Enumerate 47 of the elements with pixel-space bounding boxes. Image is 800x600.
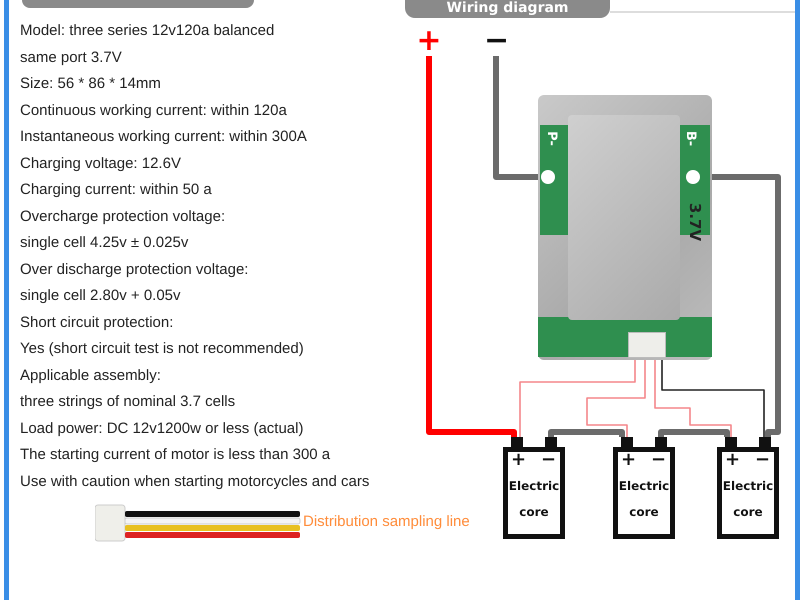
board-marking: 3.7V [686,202,704,242]
battery-cell [613,437,675,539]
spec-text: Instantaneous working current: within 300A [20,128,307,145]
spec-text: three strings of nominal 3.7 cells [20,393,236,410]
wire [661,360,765,437]
spec-text: Over discharge protection voltage: [20,260,248,278]
spec-text: Charging voltage: 12.6V [20,154,181,172]
polarity-sign: + [621,451,636,469]
spec-text: Charging current: within 50 a [20,181,212,198]
battery-cell [717,437,779,539]
wire [519,360,636,437]
spec-text: same port 3.7V [20,48,122,66]
battery-cell [503,437,565,539]
spec-text: Continuous working current: within 120a [20,102,287,118]
polarity-sign: + [511,451,526,469]
spec-text: Applicable assembly: [20,366,161,384]
polarity-sign: − [755,451,770,469]
wire [658,429,730,437]
wire [712,174,781,437]
polarity-sign: − [541,451,556,469]
cell-label: Electric core [722,478,774,521]
cable-caption: Distribution sampling line [303,513,470,530]
wire [426,56,517,437]
board-marking: B- [683,130,698,146]
cell-label: Electric core [508,478,560,521]
polarity-sign: − [651,451,666,469]
terminal-sign: − [484,26,508,56]
wire [493,56,538,180]
wire [548,429,625,437]
spec-text: single cell 2.80v + 0.05v [20,287,181,304]
terminal-sign: + [416,26,442,56]
spec-text: Overcharge protection voltage: [20,208,226,224]
spec-text: Yes (short circuit test is not recommended) [20,340,304,357]
spec-text: The starting current of motor is less than 300 a [20,446,330,463]
section-tab: Wiring diagram [405,0,610,18]
polarity-sign: + [725,451,740,469]
spec-text: Short circuit protection: [20,314,174,330]
cell-label: Electric core [618,478,670,521]
spec-text: Load power: DC 12v1200w or less (actual) [20,420,304,436]
spec-text: Size: 56 * 86 * 14mm [20,75,161,92]
wire [586,360,646,437]
wire [654,360,732,437]
spec-text: Model: three series 12v120a balanced [20,22,274,39]
board-marking: P- [544,131,559,146]
spec-text: single cell 4.25v ± 0.025v [20,234,188,251]
protection-board-photo [538,95,712,360]
spec-text: Use with caution when starting motorcycles and cars [20,472,370,490]
